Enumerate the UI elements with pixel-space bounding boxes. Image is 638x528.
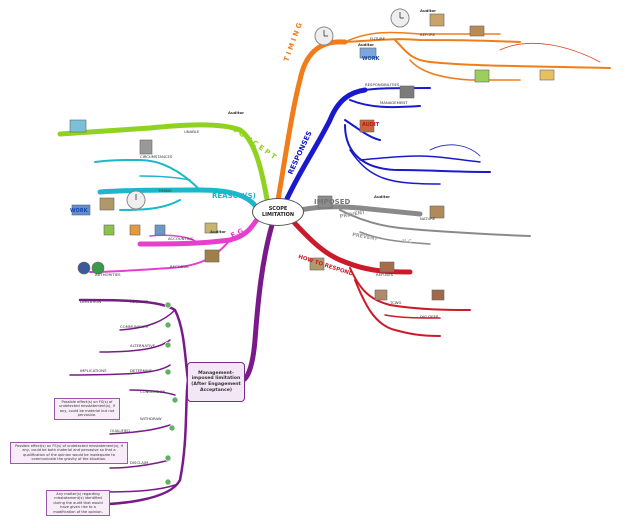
step-markers [164, 301, 179, 486]
svg-text:IMPLICATIONS: IMPLICATIONS [80, 368, 107, 373]
picture-icons [69, 13, 555, 301]
svg-text:UNABLE: UNABLE [184, 129, 200, 134]
note-qualified: Possible effect(s) on FS(s) of undetecte… [54, 398, 120, 420]
svg-text:Auditor: Auditor [358, 42, 374, 47]
branch-management [240, 222, 275, 383]
svg-text:MANAGEMENT: MANAGEMENT [380, 100, 408, 105]
svg-text:AUTHORITIES: AUTHORITIES [95, 272, 121, 277]
svg-text:Auditor: Auditor [420, 8, 436, 13]
svg-text:LIMITATION: LIMITATION [80, 299, 101, 304]
svg-text:NATURE: NATURE [420, 216, 436, 221]
clock-icon [314, 26, 334, 46]
svg-text:DETERMINE: DETERMINE [130, 368, 153, 373]
label-timing: T I M I N G [282, 21, 304, 62]
svg-text:REQUEST: REQUEST [130, 299, 149, 304]
svg-text:TIMING: TIMING [157, 188, 172, 193]
svg-text:BEFORE: BEFORE [420, 32, 436, 37]
svg-text:RESPONSIBILITIES: RESPONSIBILITIES [365, 82, 400, 87]
svg-text:CONCLUSION: CONCLUSION [140, 389, 165, 394]
center-title-line1: SCOPE [268, 206, 288, 212]
label-how: HOW TO RESPOND [297, 254, 354, 278]
label-imposed: IMPOSED [314, 198, 350, 206]
note-disclaim: Possible effect(s) on FS(s) of undetecte… [10, 442, 128, 464]
svg-text:TCWG: TCWG [389, 300, 402, 305]
label-reasons: REASON(S) [212, 192, 256, 200]
center-title-line2: LIMITATION [261, 212, 295, 218]
label-prevent: PREVENT [339, 209, 366, 219]
label-prevent2: PREVENT [352, 232, 379, 242]
svg-text:COMMUNICATE: COMMUNICATE [120, 324, 149, 329]
svg-text:Auditor: Auditor [210, 229, 226, 234]
svg-text:Auditor: Auditor [228, 110, 244, 115]
label-nc: N.C [402, 239, 412, 245]
svg-text:ALTERNATIVE: ALTERNATIVE [130, 343, 156, 348]
svg-text:DISCLAIM: DISCLAIM [130, 460, 148, 465]
svg-text:REFUSES: REFUSES [376, 272, 394, 277]
note-modification: Any matter(s) regarding misstatement(s) … [46, 490, 110, 517]
clock-icon-2 [390, 8, 410, 28]
branch-imposed [297, 204, 423, 217]
clock-icon-3 [126, 190, 146, 210]
branch-timing [275, 39, 348, 203]
svg-text:WITHDRAW: WITHDRAW [140, 416, 162, 421]
svg-text:Auditor: Auditor [374, 194, 390, 199]
svg-text:QUALIFIED: QUALIFIED [110, 428, 130, 433]
svg-text:CIRCUMSTANCES: CIRCUMSTANCES [140, 154, 173, 159]
branch-responses [282, 87, 368, 206]
management-limitation-box[interactable]: Management-imposed limitation (After Eng… [187, 362, 245, 402]
svg-text:WORK: WORK [362, 56, 381, 62]
svg-text:FUTURE: FUTURE [370, 36, 386, 41]
svg-text:WORK: WORK [70, 208, 89, 214]
svg-text:ACCOUNTING: ACCOUNTING [168, 236, 194, 241]
svg-text:DIG DEEP: DIG DEEP [420, 314, 439, 319]
svg-text:RECORDS: RECORDS [170, 264, 189, 269]
svg-text:AUDIT: AUDIT [362, 122, 380, 128]
branch-concept [57, 122, 271, 208]
